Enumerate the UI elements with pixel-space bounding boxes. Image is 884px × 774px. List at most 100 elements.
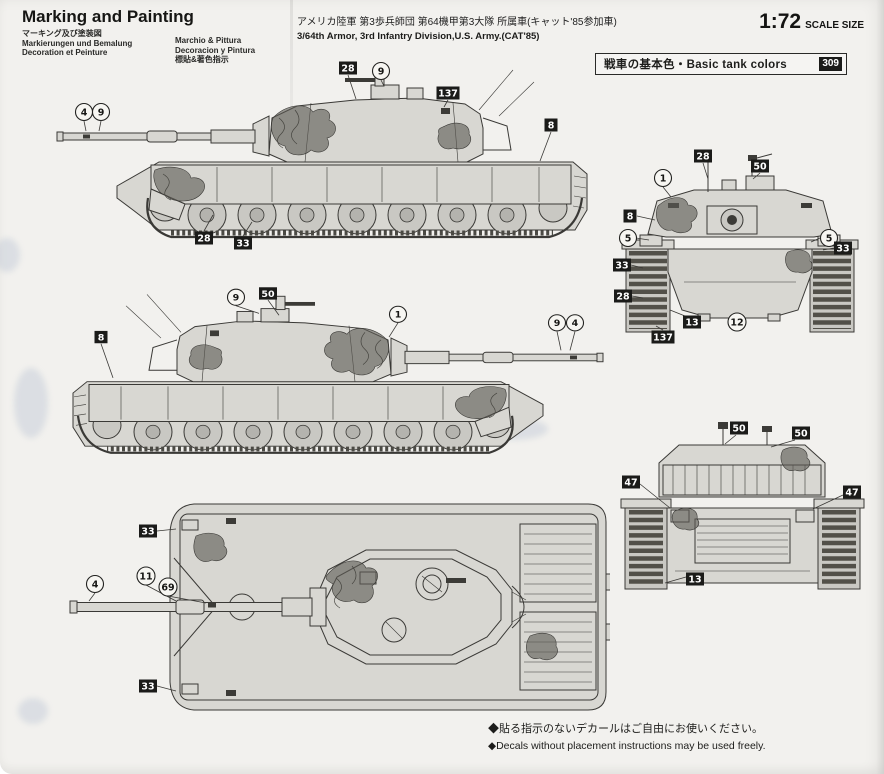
callout-square-33: 33 <box>613 258 644 272</box>
header-block-vehicle: アメリカ陸軍 第3歩兵師団 第64機甲第3大隊 所属車(キャット'85参加車) … <box>297 16 617 43</box>
header-block-main: Marking and Painting マーキング及び塗装図 Markieru… <box>22 8 194 58</box>
tow-eye <box>767 313 781 322</box>
paper-crease <box>290 0 293 210</box>
callout-square-50: 50 <box>259 287 280 316</box>
callout-square-8: 8 <box>539 118 558 162</box>
basic-colors-box: 戦車の基本色・Basic tank colors 309 <box>595 53 847 75</box>
track <box>146 197 584 239</box>
subtitle-es: Decoracion y Pintura <box>175 45 256 55</box>
antenna <box>478 69 535 117</box>
svg-text:1: 1 <box>395 310 402 321</box>
tank-front-view-art <box>621 153 859 333</box>
loader-hatch <box>406 87 424 100</box>
svg-text:50: 50 <box>753 162 767 173</box>
svg-text:47: 47 <box>845 488 858 499</box>
svg-text:137: 137 <box>653 333 673 344</box>
callout-circle-5: 5 <box>618 228 650 248</box>
svg-text:12: 12 <box>730 317 743 328</box>
callout-square-50: 50 <box>751 159 769 180</box>
callout-square-50: 50 <box>724 421 748 445</box>
footer-note-ja: ◆貼る指示のないデカールはご自由にお使いください。 <box>488 723 763 735</box>
svg-text:28: 28 <box>341 64 355 75</box>
callout-circle-9: 9 <box>371 61 391 87</box>
barrel-marking <box>208 602 216 608</box>
scale-label: SCALE SIZE <box>805 20 864 31</box>
engine-grille <box>694 518 791 564</box>
bustle-rack <box>511 585 525 629</box>
svg-text:8: 8 <box>548 121 555 132</box>
camouflage-patches <box>193 533 558 661</box>
svg-text:1: 1 <box>660 173 667 184</box>
svg-text:33: 33 <box>141 527 154 538</box>
callout-square-137: 137 <box>436 86 460 108</box>
svg-text:5: 5 <box>625 233 632 244</box>
svg-text:28: 28 <box>197 234 211 245</box>
hull-marking <box>226 690 236 696</box>
subtitle-de: Markierungen und Bemalung <box>22 38 133 48</box>
callout-square-13: 13 <box>669 309 701 329</box>
hull-marking <box>226 518 236 524</box>
turret-marking <box>441 108 450 114</box>
callout-circle-5: 5 <box>810 228 839 248</box>
headlight <box>639 234 663 247</box>
svg-text:9: 9 <box>98 107 105 118</box>
svg-text:4: 4 <box>81 107 88 118</box>
callout-circle-4: 4 <box>74 102 94 132</box>
camouflage-patches <box>153 105 472 202</box>
callout-square-13: 13 <box>664 572 704 586</box>
svg-text:5: 5 <box>826 233 833 244</box>
callout-circle-9: 9 <box>226 288 260 314</box>
commander-cupola <box>370 84 400 100</box>
svg-text:8: 8 <box>627 212 634 223</box>
svg-text:50: 50 <box>794 429 808 440</box>
callout-square-33: 33 <box>822 241 852 255</box>
svg-text:28: 28 <box>616 292 630 303</box>
svg-text:13: 13 <box>685 318 698 329</box>
callout-square-33: 33 <box>139 524 177 538</box>
header-block-langs: Marchio & Pittura Decoracion y Pintura 標… <box>175 36 255 65</box>
engine-grille <box>519 611 597 691</box>
svg-text:33: 33 <box>615 261 628 272</box>
tank-top-view-art <box>69 503 610 711</box>
svg-text:137: 137 <box>438 89 458 100</box>
svg-text:47: 47 <box>624 478 637 489</box>
svg-text:9: 9 <box>233 293 240 304</box>
svg-text:69: 69 <box>161 582 174 593</box>
taillight <box>605 573 610 591</box>
callout-square-47: 47 <box>622 475 671 509</box>
side-view-left: 4 9 28 9 137 8 28 <box>55 58 605 253</box>
callout-square-33: 33 <box>234 221 253 250</box>
basic-colors-label: 戦車の基本色・Basic tank colors <box>604 59 787 71</box>
print-through-ghost <box>18 698 48 724</box>
rear-view: 50 50 47 47 13 <box>615 405 870 600</box>
callout-circle-4: 4 <box>85 574 105 602</box>
svg-text:9: 9 <box>554 318 561 329</box>
vehicle-description-en: 3/64th Armor, 3rd Infantry Division,U.S.… <box>297 31 540 42</box>
scale-value: 1:72 <box>759 10 802 33</box>
callout-square-50: 50 <box>770 426 810 448</box>
svg-text:33: 33 <box>141 682 154 693</box>
page-title: Marking and Painting <box>22 7 194 26</box>
subtitle-fr: Decoration et Peinture <box>22 48 108 57</box>
front-view: 28 50 1 8 5 33 28 <box>610 140 870 345</box>
footer-note: ◆貼る指示のないデカールはご自由にお使いください。 ◆Decals withou… <box>488 721 766 755</box>
subtitle-ja: マーキング及び塗装図 <box>22 29 102 38</box>
subtitle-zh: 標貼&著色指示 <box>175 55 229 64</box>
svg-text:4: 4 <box>572 318 579 329</box>
machine-gun <box>718 422 772 445</box>
print-through-ghost <box>14 368 48 438</box>
svg-text:4: 4 <box>92 579 99 590</box>
camouflage-patches <box>656 197 813 274</box>
print-through-ghost <box>0 238 20 272</box>
camouflage-patches <box>671 446 811 531</box>
subtitle-it: Marchio & Pittura <box>175 36 242 45</box>
taillight <box>605 623 610 641</box>
barrel-marking <box>83 134 90 139</box>
engine-grille <box>519 523 597 603</box>
callout-circle-9: 9 <box>547 314 567 351</box>
callout-circle-69: 69 <box>158 577 207 604</box>
side-view-right: 9 50 1 8 9 4 <box>55 283 605 468</box>
callout-square-47: 47 <box>812 485 861 510</box>
fender <box>813 498 865 509</box>
